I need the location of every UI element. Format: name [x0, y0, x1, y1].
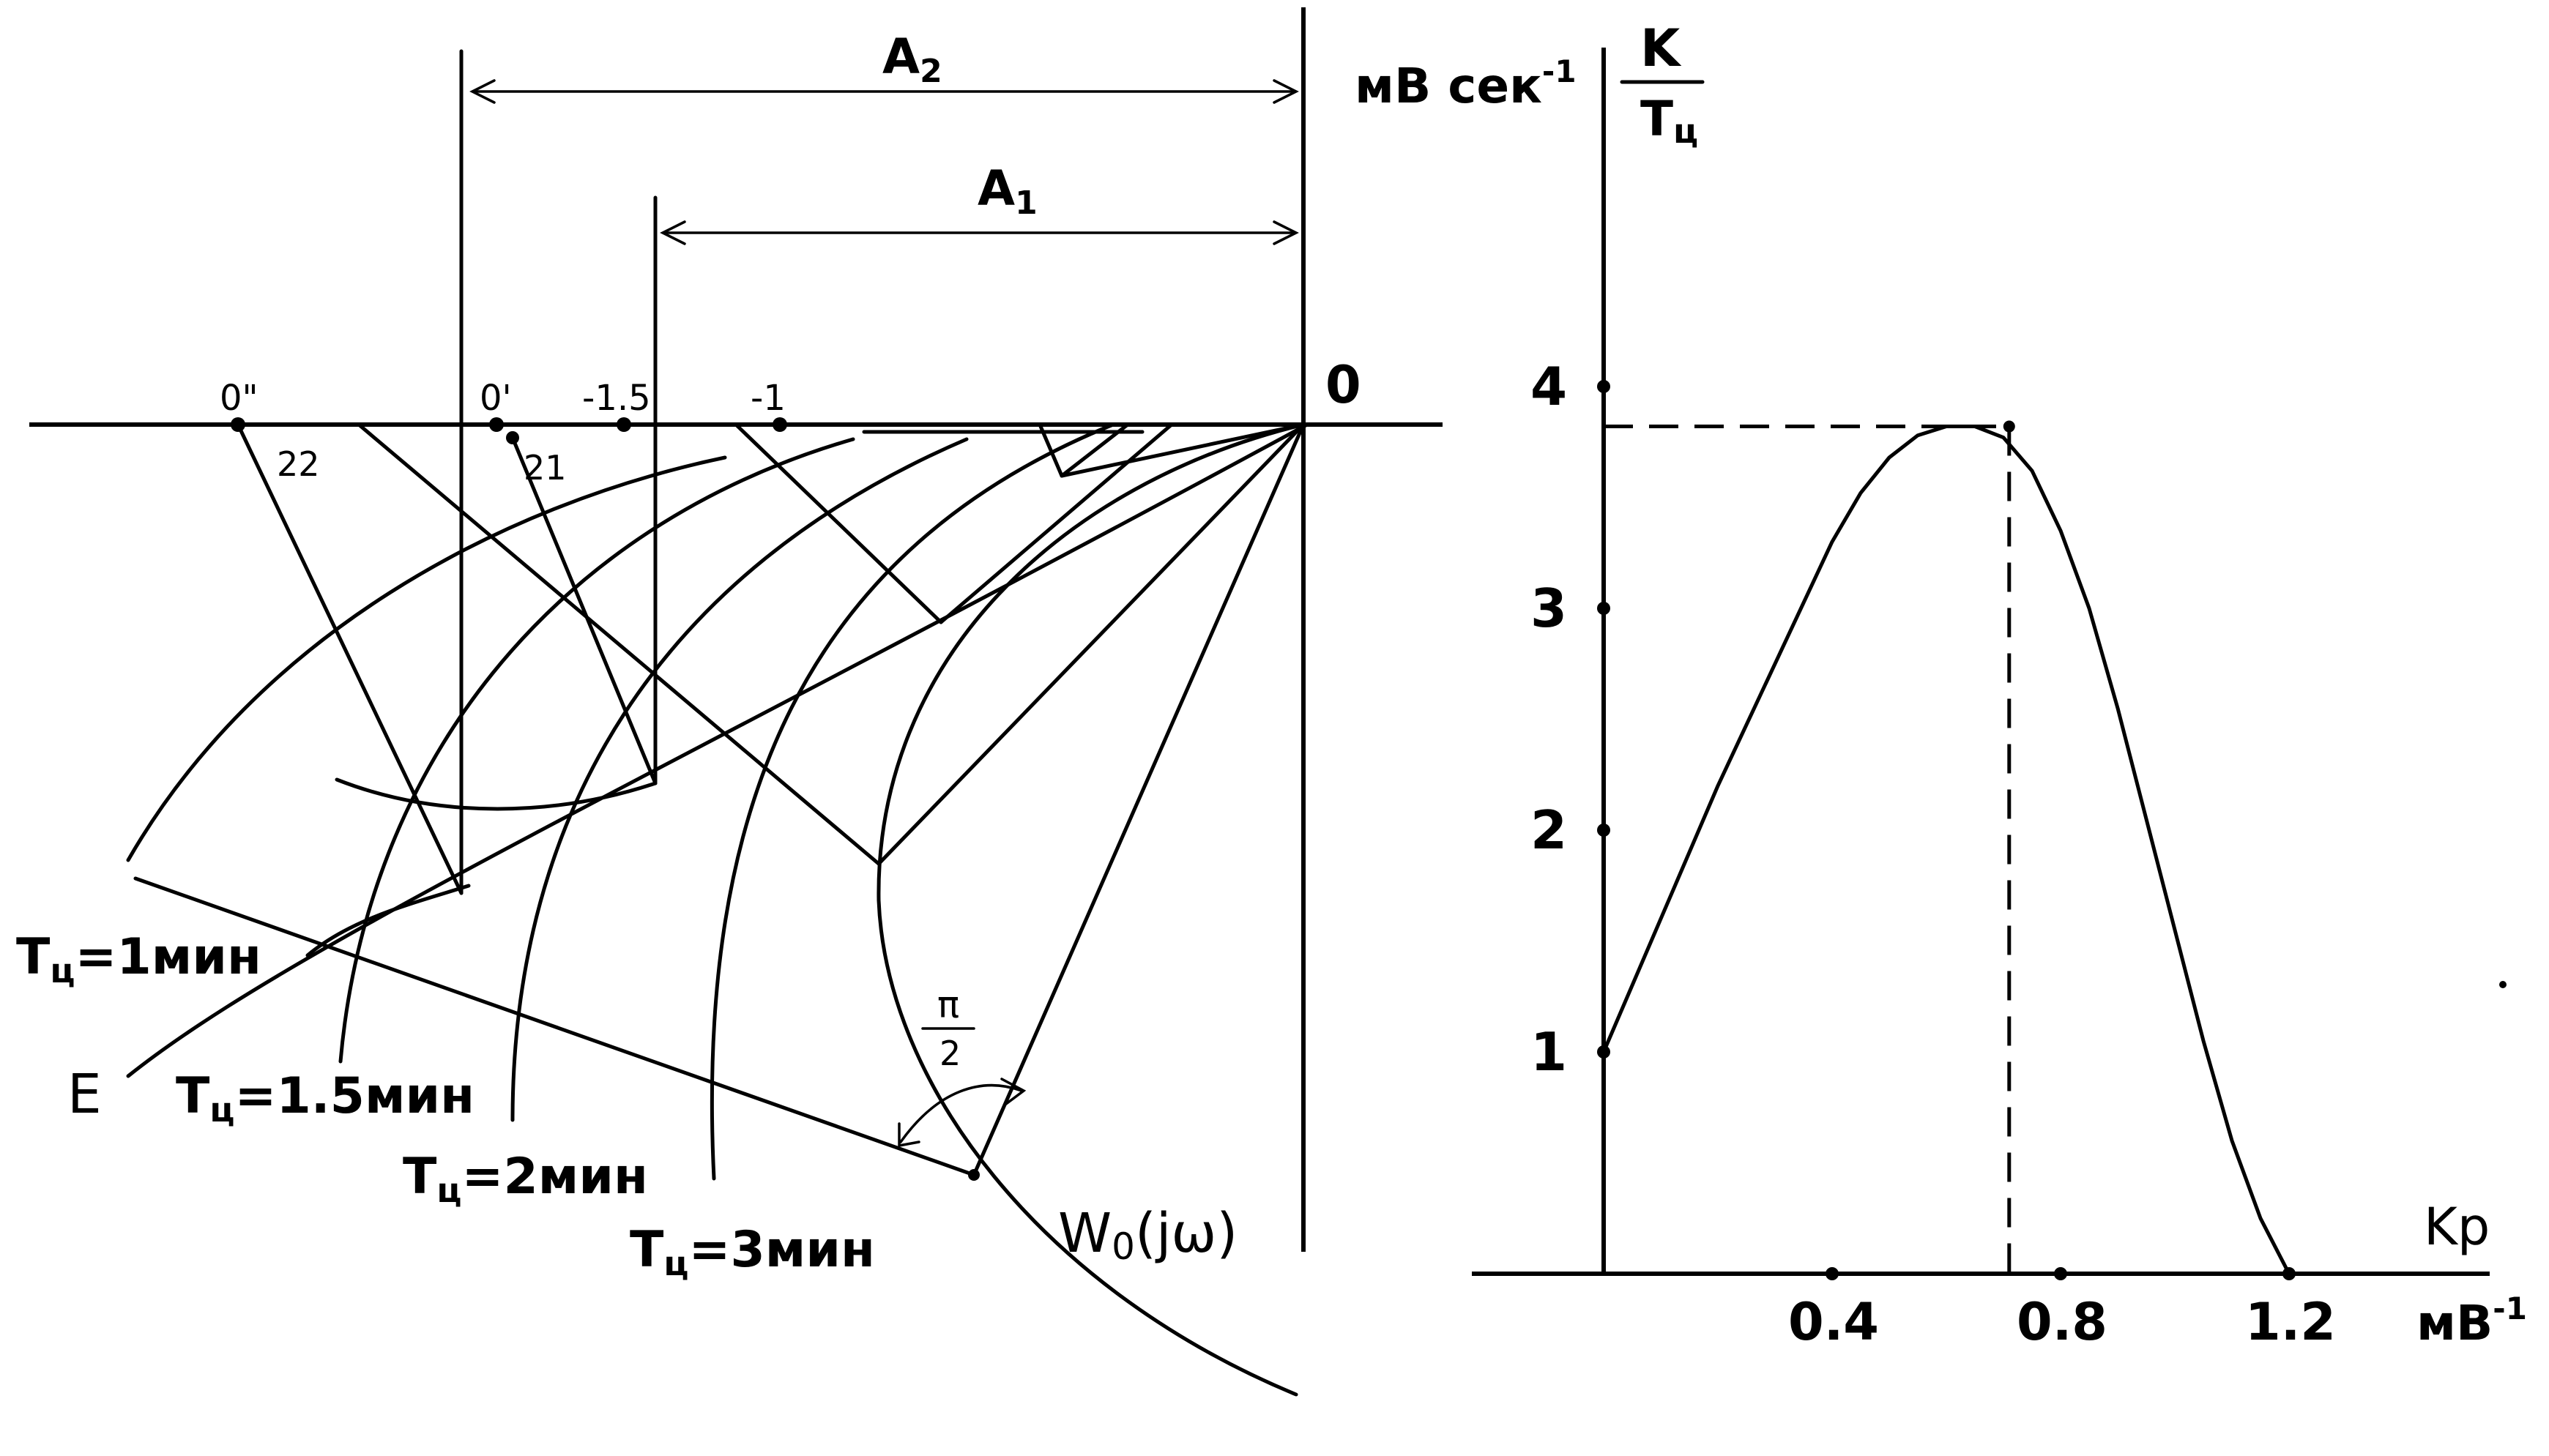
angle-label-pi-over-2: π 2 [921, 984, 975, 1073]
tick-minus1 [773, 417, 787, 432]
tuning-chart: 0.4 0.8 1.2 1 2 3 4 K Tц мВ сек-1 Kp мВ-1 [1355, 18, 2527, 1352]
angle-arc [899, 1083, 1023, 1143]
tick-label-minus1: -1 [751, 378, 786, 419]
y-tick-mark-0 [1597, 1045, 1610, 1059]
y-axis-label: K Tц [1620, 18, 1705, 151]
tu-label-2: Tц=2мин [403, 1148, 648, 1210]
x-tick-label-1: 0.8 [2017, 1292, 2107, 1352]
tick-0prime [489, 417, 504, 432]
stray-dot [2499, 981, 2507, 988]
y-tick-label-0: 1 [1530, 1021, 1567, 1083]
y-tick-label-1: 2 [1530, 799, 1567, 861]
curve-label-e: E [67, 1063, 102, 1126]
x-tick-mark-0 [1826, 1267, 1839, 1280]
dimension-label-a2: A2 [882, 29, 942, 90]
line-c2 [734, 422, 943, 624]
svg-text:K: K [1640, 18, 1682, 78]
tu-label-3: Tц=3мин [630, 1221, 875, 1283]
x-axis-label: Kp [2424, 1197, 2490, 1257]
x-tick-label-2: 1.2 [2245, 1292, 2336, 1352]
point-label-22: 22 [277, 444, 320, 484]
e-curve [126, 422, 1309, 1078]
line-c5 [972, 422, 1306, 1177]
point-label-21: 21 [524, 448, 567, 488]
y-ticks: 1 2 3 4 [1530, 356, 1610, 1083]
arc-tu3 [710, 422, 1115, 1181]
y-tick-mark-2 [1597, 602, 1610, 615]
locus-curve-a [335, 777, 658, 811]
x-ticks: 0.4 0.8 1.2 [1788, 1267, 2336, 1352]
line-c3 [877, 422, 1306, 866]
line-c1 [357, 422, 881, 866]
max-point [2003, 420, 2015, 433]
dimension-a2 [469, 79, 1299, 104]
dimension-a1 [660, 220, 1299, 245]
x-tick-mark-1 [2054, 1267, 2067, 1280]
tick-minus1-5 [617, 417, 631, 432]
svg-text:2: 2 [939, 1034, 961, 1073]
origin-label: 0 [1325, 355, 1361, 415]
line-c8 [1060, 422, 1306, 478]
y-axis-unit: мВ сек-1 [1355, 53, 1577, 114]
line-radial [133, 876, 976, 1177]
nyquist-diagram: 0 0" 0' -1.5 -1 22 21 A2 A1 π 2 E W0(jω)… [16, 7, 1443, 1397]
tick-label-0doubleprime: 0" [220, 378, 258, 419]
tick-label-0prime: 0' [480, 378, 512, 419]
tu-label-1: Tц=1мин [16, 928, 261, 990]
x-tick-mark-2 [2282, 1267, 2296, 1280]
y-tick-mark-1 [1597, 824, 1610, 837]
line-21 [510, 436, 658, 785]
x-tick-label-0: 0.4 [1788, 1292, 1879, 1352]
curve-label-w0: W0(jω) [1058, 1202, 1238, 1268]
tu-label-1-5: Tц=1.5мин [176, 1067, 475, 1130]
arc-tu2 [510, 437, 969, 1122]
dimension-label-a1: A1 [978, 160, 1038, 222]
y-tick-mark-3 [1597, 380, 1610, 393]
w0-curve [877, 422, 1306, 1397]
intersection-point [968, 1169, 980, 1181]
tick-label-minus1-5: -1.5 [582, 378, 651, 419]
svg-text:Tц: Tц [1640, 91, 1698, 151]
arc-tu15 [338, 437, 855, 1064]
x-axis-unit: мВ-1 [2416, 1291, 2527, 1351]
svg-text:π: π [937, 984, 959, 1026]
series-curve [1601, 425, 2291, 1276]
y-tick-label-3: 4 [1530, 356, 1567, 417]
line-c4 [939, 422, 1174, 624]
locus-curve-tu1 [305, 884, 471, 957]
y-tick-label-2: 3 [1530, 578, 1567, 639]
arc-tu1 [126, 455, 727, 862]
line-22 [236, 422, 464, 895]
